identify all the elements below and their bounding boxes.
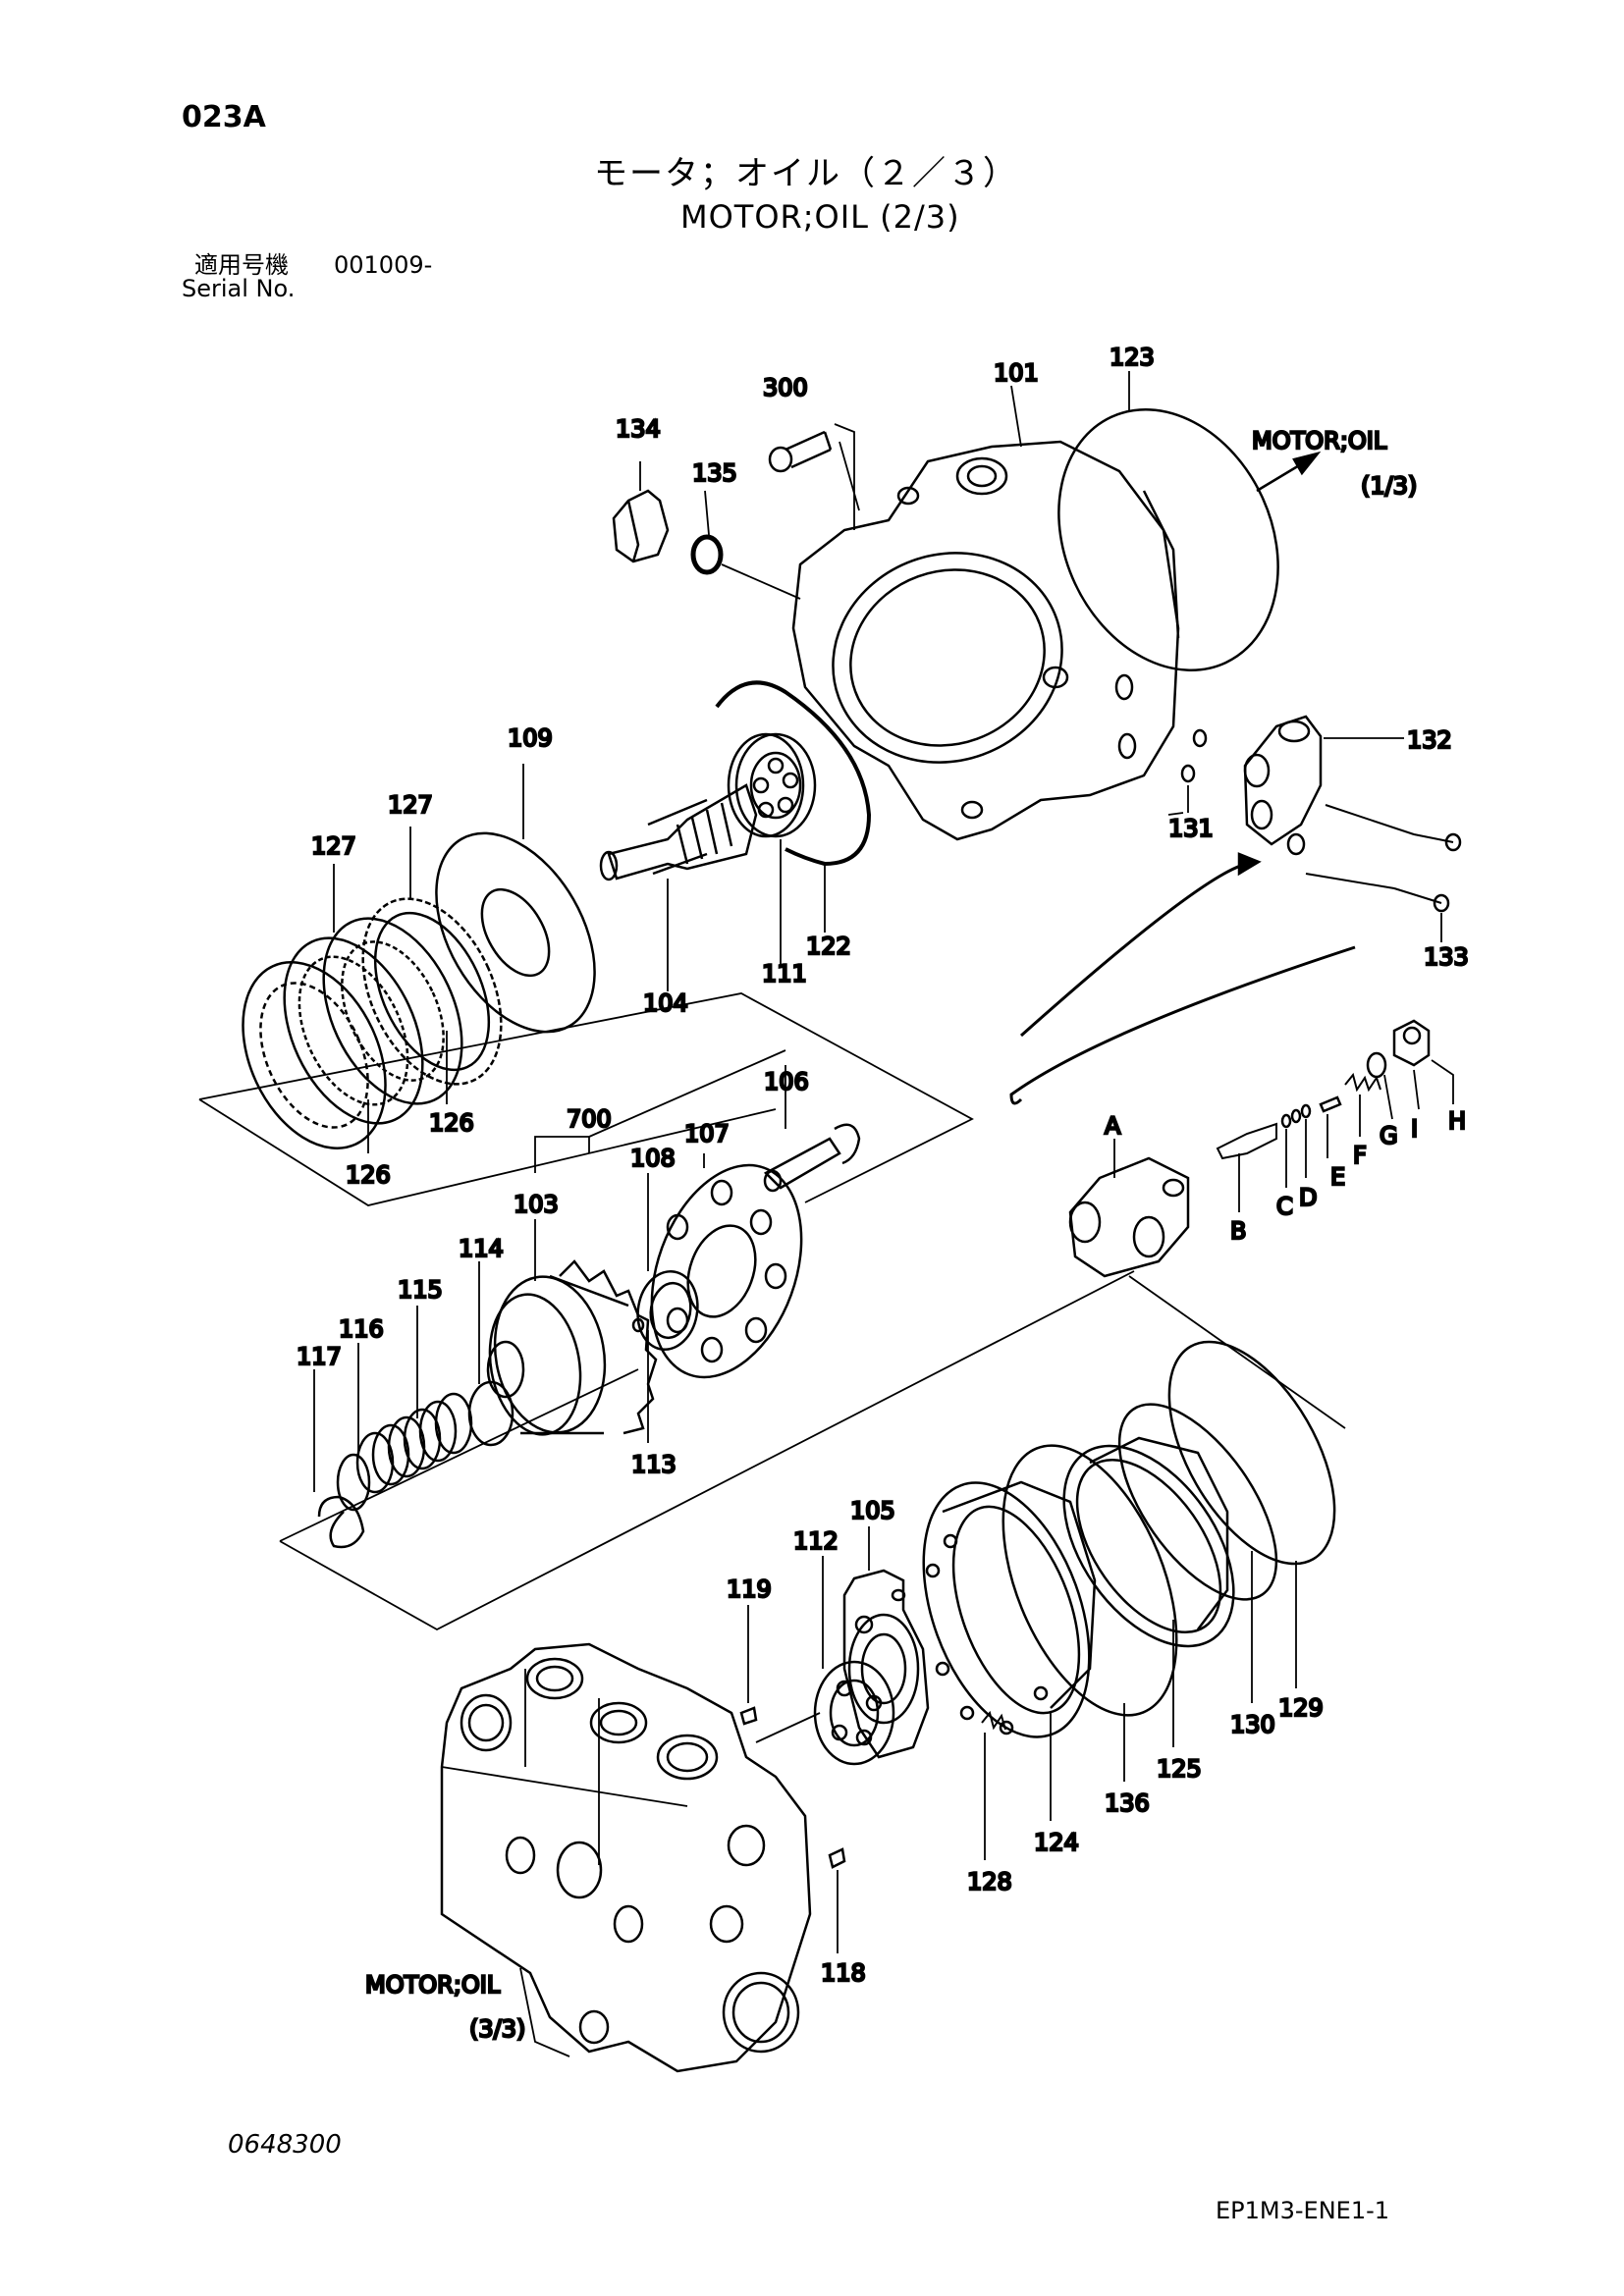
- friction-plates-126-127: [242, 897, 503, 1149]
- label-A: A: [1105, 1112, 1121, 1140]
- label-108: 108: [630, 1145, 676, 1172]
- label-I: I: [1411, 1115, 1418, 1143]
- plug-H: [1392, 1019, 1431, 1067]
- label-113: 113: [631, 1451, 677, 1478]
- shaft-104: [599, 783, 758, 881]
- label-300: 300: [763, 374, 808, 401]
- spring-128: [981, 1710, 1006, 1731]
- ring-125: [1062, 1436, 1235, 1648]
- label-115: 115: [398, 1276, 443, 1304]
- o-ring-136: [1001, 1444, 1178, 1717]
- separator-plate-109: [435, 831, 596, 1034]
- label-127-upper: 127: [388, 791, 433, 819]
- label-H: H: [1448, 1107, 1466, 1135]
- spool-B: [1216, 1122, 1277, 1160]
- label-104: 104: [643, 989, 688, 1017]
- label-D: D: [1299, 1184, 1317, 1211]
- valve-plate-105: [842, 1569, 930, 1759]
- page-title-japanese: モータ；オイル（２／３）: [594, 154, 1018, 193]
- label-G: G: [1380, 1122, 1398, 1149]
- label-103: 103: [514, 1191, 559, 1218]
- label-119: 119: [727, 1575, 772, 1603]
- label-132: 132: [1407, 726, 1452, 754]
- label-105: 105: [850, 1497, 895, 1524]
- label-126-right: 126: [429, 1109, 474, 1137]
- label-114: 114: [459, 1235, 504, 1262]
- page-code: 023A: [182, 100, 266, 134]
- bearing-111: [727, 732, 817, 838]
- label-128: 128: [967, 1868, 1012, 1896]
- label-C: C: [1276, 1193, 1293, 1220]
- valve-block-132: [1243, 715, 1323, 856]
- reference-page1-line2: (1/3): [1361, 472, 1417, 500]
- label-135: 135: [692, 459, 737, 487]
- label-117: 117: [297, 1343, 342, 1370]
- label-B: B: [1230, 1217, 1246, 1245]
- o-ring-123: [1057, 408, 1279, 671]
- label-107: 107: [684, 1120, 730, 1148]
- pin-106: [763, 1123, 861, 1193]
- ring-114: [467, 1380, 514, 1447]
- serial-label-english: Serial No.: [182, 275, 296, 302]
- page-title-english: MOTOR;OIL (2/3): [680, 198, 960, 236]
- label-133: 133: [1424, 943, 1469, 971]
- label-130: 130: [1230, 1711, 1275, 1738]
- cylinder-block-103: [486, 1259, 658, 1436]
- label-111: 111: [762, 960, 807, 988]
- label-118: 118: [821, 1959, 866, 1987]
- label-101: 101: [994, 359, 1039, 387]
- label-125: 125: [1157, 1755, 1202, 1783]
- ring-108: [636, 1270, 699, 1351]
- plug-134: [612, 461, 670, 563]
- drawing-number: 0648300: [228, 2130, 342, 2160]
- reference-page3-line1: MOTOR;OIL: [365, 1971, 501, 1999]
- document-code: EP1M3-ENE1-1: [1216, 2197, 1390, 2224]
- plate-107: [650, 1163, 803, 1379]
- reference-page3-line2: (3/3): [469, 2015, 525, 2043]
- reference-page1-line1: MOTOR;OIL: [1252, 427, 1387, 454]
- label-126-left: 126: [346, 1161, 391, 1189]
- label-109: 109: [508, 724, 553, 752]
- serial-number-value: 001009-: [334, 251, 433, 279]
- o-ring-130: [1117, 1403, 1278, 1601]
- valve-body-A: [1068, 1156, 1190, 1278]
- label-131: 131: [1168, 815, 1214, 842]
- label-134: 134: [616, 415, 661, 443]
- label-136: 136: [1105, 1789, 1150, 1817]
- label-116: 116: [339, 1315, 384, 1343]
- rear-housing-block: [440, 1642, 812, 2073]
- o-ring-129: [1167, 1340, 1336, 1566]
- label-129: 129: [1278, 1694, 1324, 1722]
- ring-122: [715, 680, 872, 867]
- label-112: 112: [793, 1527, 839, 1555]
- housing-101: [791, 440, 1180, 841]
- spring-115: [355, 1392, 473, 1494]
- o-ring-135: [690, 534, 724, 575]
- serial-label-japanese: 適用号機: [194, 251, 289, 279]
- snap-ring-117: [317, 1495, 365, 1549]
- bolt-300: [768, 423, 860, 530]
- label-700: 700: [567, 1105, 612, 1133]
- label-F: F: [1353, 1142, 1367, 1169]
- label-106: 106: [764, 1068, 809, 1095]
- ring-116: [336, 1453, 371, 1512]
- label-E: E: [1330, 1163, 1345, 1191]
- label-124: 124: [1034, 1829, 1079, 1856]
- label-123: 123: [1110, 344, 1155, 371]
- label-127-lower: 127: [311, 832, 356, 860]
- label-122: 122: [806, 933, 851, 960]
